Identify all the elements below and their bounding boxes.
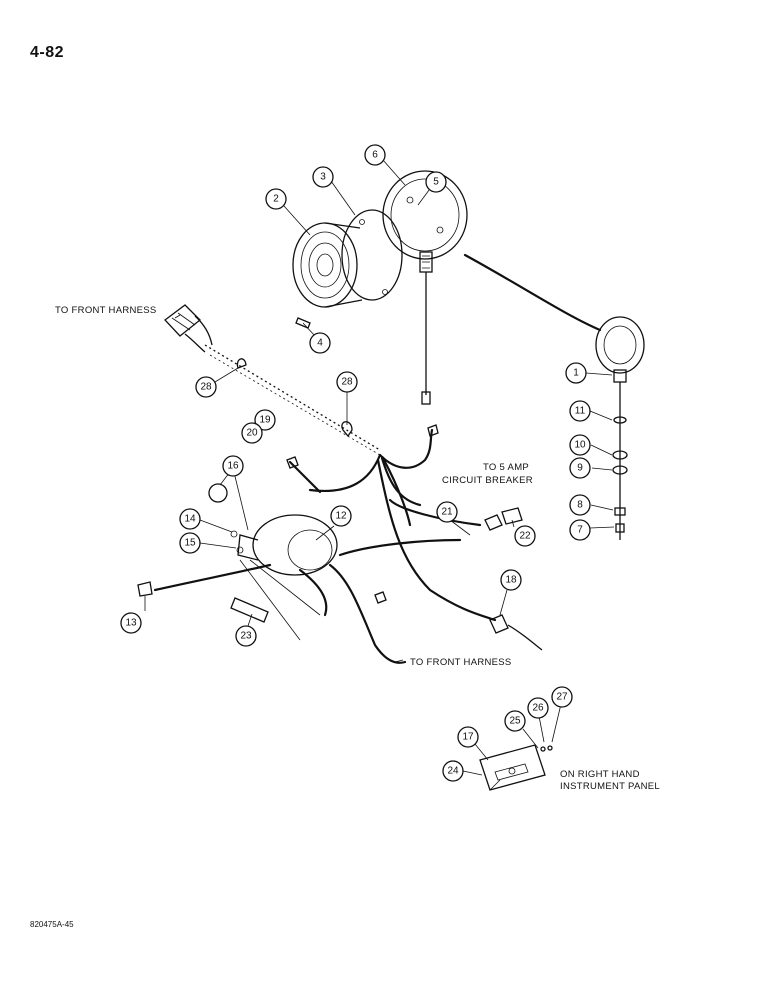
lamp-wire [463,253,602,332]
lamp-lens [292,222,363,308]
callout-14: 14 [179,508,201,530]
callout-7: 7 [569,519,591,541]
leader-lines [144,159,615,776]
callout-18: 18 [500,569,522,591]
callout-25: 25 [504,710,526,732]
svg-text:22: 22 [519,531,531,542]
label-to-5-amp-line2: CIRCUIT BREAKER [442,475,533,486]
callout-15: 15 [179,532,201,554]
svg-text:7: 7 [577,525,583,536]
label-right-panel-line1: ON RIGHT HAND [560,769,640,780]
callout-24: 24 [442,760,464,782]
harness-branches [286,424,497,622]
svg-text:13: 13 [125,618,137,629]
callout-22: 22 [514,525,536,547]
svg-text:21: 21 [441,507,453,518]
lamp-housing [382,170,468,405]
svg-text:4: 4 [317,338,323,349]
label-right-panel-line2: INSTRUMENT PANEL [560,781,660,792]
harness-body [204,344,381,451]
svg-text:18: 18 [505,575,517,586]
svg-text:1: 1 [573,368,579,379]
svg-text:23: 23 [240,631,252,642]
svg-text:8: 8 [577,500,583,511]
harness-connector-18 [489,614,543,651]
callout-9: 9 [569,457,591,479]
bolt-13 [137,581,153,597]
svg-text:28: 28 [341,377,353,388]
svg-text:15: 15 [184,538,196,549]
callout-28-left: 28 [195,376,217,398]
svg-text:5: 5 [433,177,439,188]
svg-text:25: 25 [509,716,521,727]
callout-1: 1 [565,362,587,384]
sleeve-23 [230,597,269,623]
svg-text:12: 12 [335,511,347,522]
callout-27: 27 [551,686,573,708]
svg-text:16: 16 [227,461,239,472]
callout-13: 13 [120,612,142,634]
callout-28-right: 28 [336,371,358,393]
svg-text:20: 20 [246,428,258,439]
document-code: 820475A-45 [30,920,74,929]
svg-text:28: 28 [200,382,212,393]
svg-text:9: 9 [577,463,583,474]
callout-2: 2 [265,188,287,210]
callout-26: 26 [527,697,549,719]
svg-text:6: 6 [372,150,378,161]
svg-text:26: 26 [532,703,544,714]
callout-21: 21 [436,501,458,523]
callout-3: 3 [312,166,334,188]
label-to-5-amp-line1: TO 5 AMP [483,462,529,473]
svg-text:3: 3 [320,172,326,183]
svg-text:27: 27 [556,692,568,703]
callout-8: 8 [569,494,591,516]
circuit-breaker-connector [484,507,523,531]
front-harness-connector-top [164,304,213,353]
callout-4: 4 [309,332,331,354]
callout-17: 17 [457,726,479,748]
side-lamp [595,316,645,540]
svg-text:17: 17 [462,732,474,743]
label-to-front-harness-bottom: TO FRONT HARNESS [410,657,512,668]
svg-text:11: 11 [575,406,586,417]
callout-20: 20 [241,422,263,444]
callout-6: 6 [364,144,386,166]
flasher-unit [153,483,462,664]
lamp-gasket [341,209,403,301]
instrument-panel-switch [479,744,553,791]
harness-clip-left [236,358,247,369]
page-number: 4-82 [30,44,65,61]
svg-text:19: 19 [259,415,271,426]
svg-text:14: 14 [184,514,196,525]
callout-10: 10 [569,434,591,456]
callout-23: 23 [235,625,257,647]
callout-19: 19 [254,409,276,431]
callout-12: 12 [330,505,352,527]
callout-5: 5 [425,171,447,193]
callout-11: 11 [569,400,591,422]
label-to-front-harness-top: TO FRONT HARNESS [55,305,157,316]
svg-text:2: 2 [273,194,279,205]
svg-text:24: 24 [447,766,459,777]
svg-text:10: 10 [574,440,586,451]
harness-clip-right [341,421,353,438]
callout-16: 16 [222,455,244,477]
